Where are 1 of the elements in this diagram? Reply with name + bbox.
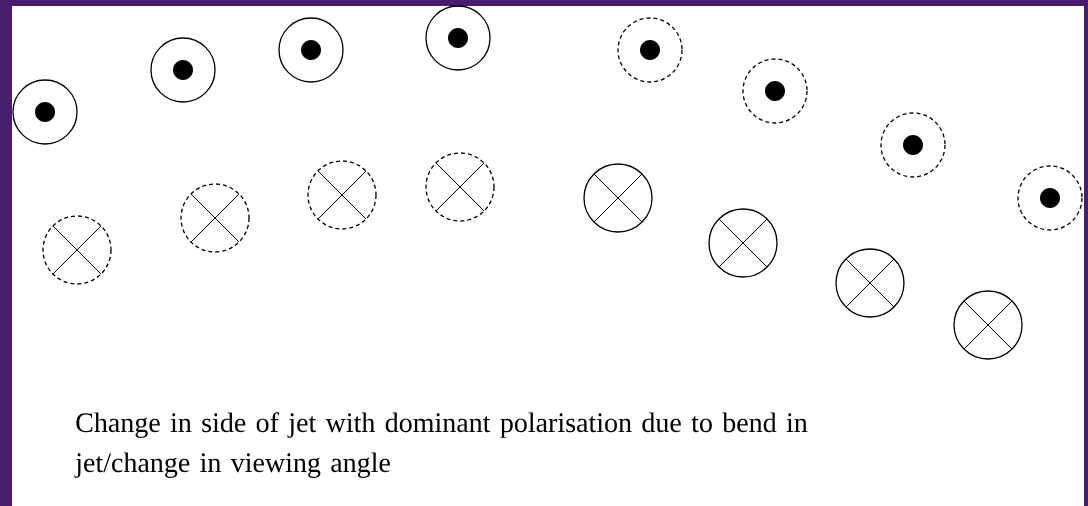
caption: Change in side of jet with dominant polarisation due to bend in jet/change in viewing angle <box>74 412 808 478</box>
